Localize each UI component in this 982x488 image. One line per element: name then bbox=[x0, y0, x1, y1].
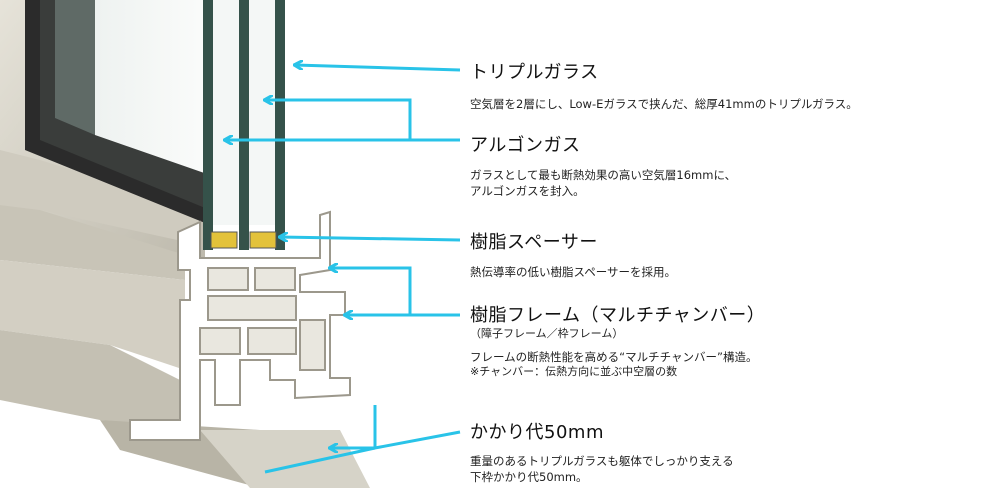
arrow-resin-spacer bbox=[280, 237, 461, 240]
overlap-desc-line1: 重量のあるトリプルガラスも躯体でしっかり支える bbox=[470, 454, 734, 468]
resin-frame-desc-line2: ※チャンバー：伝熱方向に並ぶ中空層の数 bbox=[470, 365, 678, 378]
arrow-overlap-3 bbox=[264, 446, 376, 474]
callout-arrows bbox=[225, 65, 461, 474]
triple-glass-panes bbox=[203, 0, 285, 250]
callout-triple-glass: トリプルガラス 空気層を2層にし、Low-Eガラスで挟んだ、総厚41mmのトリプ… bbox=[470, 62, 858, 112]
resin-spacer-desc: 熱伝導率の低い樹脂スペーサーを採用。 bbox=[470, 265, 676, 279]
argon-gas-title: アルゴンガス bbox=[470, 135, 581, 156]
resin-spacers bbox=[210, 231, 277, 249]
sash-and-glass bbox=[25, 0, 210, 225]
overlap-title: かかり代50mm bbox=[470, 422, 604, 443]
resin-frame-desc-line1: フレームの断熱性能を高める“マルチチャンバー”構造。 bbox=[470, 350, 758, 364]
arrow-overlap bbox=[373, 405, 461, 450]
callout-resin-frame: 樹脂フレーム（マルチチャンバー） （障子フレーム／枠フレーム） フレームの断熱性… bbox=[470, 305, 765, 379]
triple-glass-desc: 空気層を2層にし、Low-Eガラスで挟んだ、総厚41mmのトリプルガラス。 bbox=[470, 97, 858, 111]
arrow-resin-frame bbox=[330, 268, 460, 317]
frame-cross-section bbox=[129, 210, 351, 441]
callout-argon-gas: アルゴンガス ガラスとして最も断熱効果の高い空気層16mmに、 アルゴンガスを封… bbox=[470, 135, 736, 199]
argon-gas-desc-line2: アルゴンガスを封入。 bbox=[470, 184, 585, 198]
argon-gas-desc-line1: ガラスとして最も断熱効果の高い空気層16mmに、 bbox=[470, 168, 737, 182]
resin-frame-title: 樹脂フレーム（マルチチャンバー） bbox=[470, 305, 766, 326]
triple-glass-title: トリプルガラス bbox=[470, 62, 599, 83]
arrow-argon-gas bbox=[265, 100, 460, 142]
arrow-triple-glass bbox=[295, 65, 461, 72]
callout-overlap: かかり代50mm 重量のあるトリプルガラスも躯体でしっかり支える 下枠かかり代5… bbox=[470, 422, 734, 485]
resin-frame-subtitle: （障子フレーム／枠フレーム） bbox=[470, 327, 624, 340]
resin-spacer-title: 樹脂スペーサー bbox=[470, 232, 598, 253]
overlap-desc-line2: 下枠かかり代50mm。 bbox=[470, 470, 588, 484]
callout-resin-spacer: 樹脂スペーサー 熱伝導率の低い樹脂スペーサーを採用。 bbox=[470, 232, 676, 280]
